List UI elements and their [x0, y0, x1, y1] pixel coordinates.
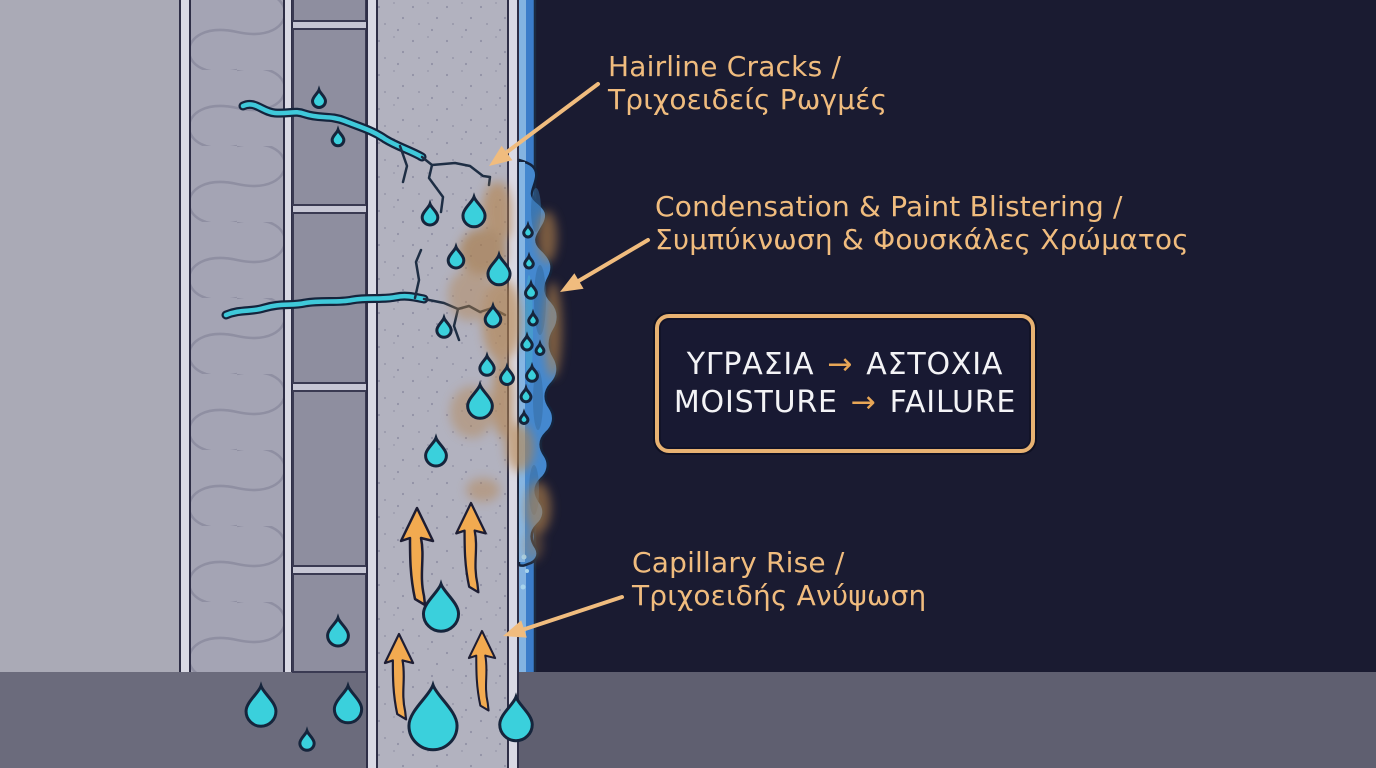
label-capillary-rise: Capillary Rise / Τριχοειδής Ανύψωση [632, 546, 926, 612]
insulation-layer [191, 0, 283, 672]
callout-arrow-icon-hairline [489, 82, 600, 166]
callout-el-right: ΑΣΤΟΧΙΑ [866, 347, 1004, 382]
masonry-block-layer [292, 0, 367, 673]
label-capillary-en: Capillary Rise / [632, 546, 845, 579]
label-arrows [489, 82, 650, 638]
label-condensation-blistering: Condensation & Paint Blistering / Συμπύκ… [655, 190, 1189, 256]
callout-arrow-icon-condensation [560, 238, 650, 292]
callout-arrow-icon-capillary [503, 595, 624, 638]
callout-en-right: FAILURE [889, 385, 1017, 420]
right-arrow-icon: → [827, 347, 854, 382]
right-arrow-icon: → [850, 385, 877, 420]
callout-line-english: MOISTURE → FAILURE [674, 385, 1016, 420]
label-hairline-cracks: Hairline Cracks / Τριχοειδείς Ρωγμές [608, 50, 887, 116]
wall-layers [0, 0, 537, 768]
label-capillary-el: Τριχοειδής Ανύψωση [632, 579, 927, 612]
callout-el-left: ΥΓΡΑΣΙΑ [686, 347, 815, 382]
label-condensation-en: Condensation & Paint Blistering / [655, 190, 1123, 223]
label-hairline-cracks-en: Hairline Cracks / [608, 50, 842, 83]
label-condensation-el: Συμπύκνωση & Φουσκάλες Χρώματος [655, 223, 1189, 256]
moisture-failure-callout-box: ΥΓΡΑΣΙΑ → ΑΣΤΟΧΙΑ MOISTURE → FAILURE [655, 314, 1035, 453]
interior-wall-layer [0, 0, 179, 672]
callout-en-left: MOISTURE [673, 385, 838, 420]
ground [0, 672, 1376, 768]
label-hairline-cracks-el: Τριχοειδείς Ρωγμές [608, 83, 888, 116]
callout-line-greek: ΥΓΡΑΣΙΑ → ΑΣΤΟΧΙΑ [687, 347, 1003, 382]
hairline-crack-upper [238, 99, 492, 214]
